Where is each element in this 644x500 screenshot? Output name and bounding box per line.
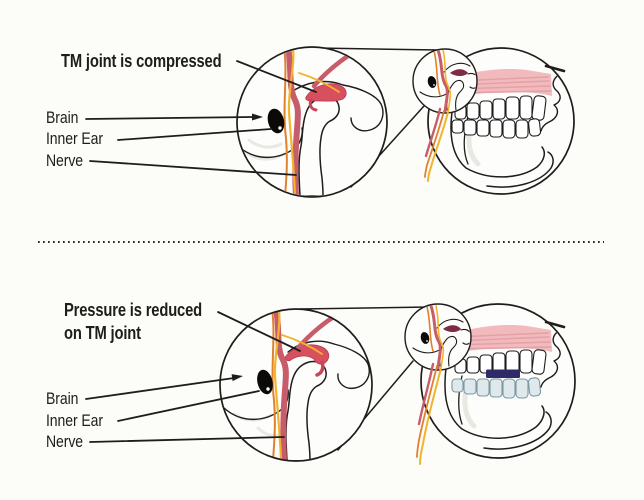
nerve-bundle-top xyxy=(424,107,449,182)
brain-leader-top xyxy=(85,116,254,120)
label-brain-top: Brain xyxy=(46,109,79,127)
articular-eminence-top xyxy=(342,84,384,132)
splint-bar xyxy=(486,369,520,378)
tmj-inset-circle-bottom xyxy=(219,308,373,462)
title-leader-bottom xyxy=(217,311,301,352)
label-nerve-bottom: Nerve xyxy=(46,433,83,451)
brain-arrowhead-top xyxy=(252,113,263,121)
nerve-vessel-strands-bottom xyxy=(271,309,343,461)
nose-mark-top xyxy=(544,64,566,73)
leader-lines-bottom xyxy=(85,311,301,443)
lower-teeth-bottom xyxy=(451,377,542,399)
inner-ear-oval-bottom xyxy=(257,369,273,395)
title-leader-top xyxy=(236,60,317,93)
top-panel-artwork xyxy=(85,46,575,198)
leader-lines-top xyxy=(85,60,317,176)
nose-mark-bottom xyxy=(544,320,566,329)
articular-disc-compressed xyxy=(305,83,347,112)
articular-eminence-bottom xyxy=(333,343,370,390)
face-profile-bottom xyxy=(540,329,561,388)
label-inner-ear-top: Inner Ear xyxy=(46,130,103,148)
label-inner-ear-bottom: Inner Ear xyxy=(46,412,103,430)
panel-title-bottom: Pressure is reduced on TM joint xyxy=(64,299,202,345)
face-profile-top xyxy=(540,73,561,132)
inner-ear-oval-top xyxy=(267,108,285,134)
inner-ear-leader-top xyxy=(117,128,272,141)
brain-arrowhead-bottom xyxy=(231,374,243,382)
panel-title-top-line1: TM joint is compressed xyxy=(61,51,222,71)
tmj-locator-circle-bottom xyxy=(404,303,472,371)
panel-title-bottom-line1: Pressure is reduced xyxy=(64,300,203,320)
bottom-panel-artwork xyxy=(85,303,576,465)
tmj-inset-circle-top xyxy=(236,46,388,198)
inner-ear-leader-bottom xyxy=(117,390,260,422)
tmj-locator-circle-top xyxy=(412,48,478,114)
brain-leader-bottom xyxy=(85,377,235,400)
nerve-bundle-bottom xyxy=(416,362,442,465)
nerve-leader-top xyxy=(89,160,297,176)
label-brain-bottom: Brain xyxy=(46,390,79,408)
condyle-bone-bottom xyxy=(285,360,327,461)
lower-teeth-top xyxy=(451,118,542,139)
condyle-bone-top xyxy=(298,95,340,196)
panel-title-top: TM joint is compressed xyxy=(61,50,222,73)
label-nerve-top: Nerve xyxy=(46,152,83,170)
nerve-leader-bottom xyxy=(89,436,285,443)
panel-title-bottom-line2: on TM joint xyxy=(64,323,141,343)
disc-mini-bottom xyxy=(443,325,461,332)
disc-mini-top xyxy=(450,69,468,76)
